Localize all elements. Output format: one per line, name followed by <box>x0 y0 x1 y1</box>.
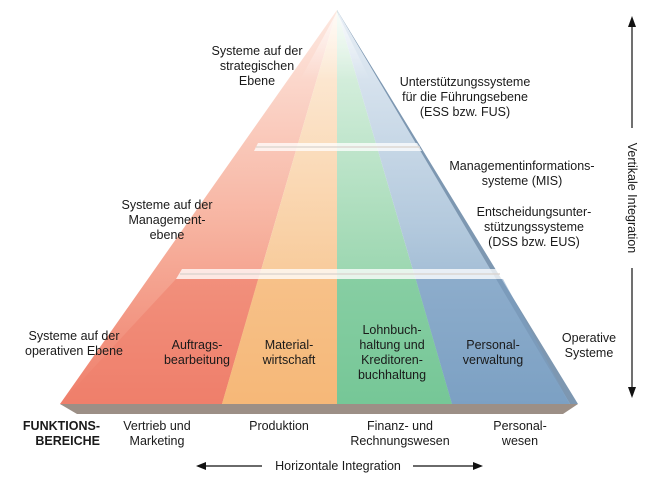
label-mis: Managementinformations- systeme (MIS) <box>449 159 595 188</box>
label-operative-systems: Operative Systeme <box>561 331 617 360</box>
function-produktion: Produktion <box>249 419 309 433</box>
vertical-arrow-bottom-head <box>628 387 636 398</box>
bottom-green <box>337 279 452 404</box>
bottom-blue <box>416 279 570 404</box>
label-operative-level: Systeme auf der operativen Ebene <box>25 329 123 358</box>
pyramid-base <box>60 404 578 414</box>
function-personal: Personal- wesen <box>493 419 547 448</box>
function-finanz: Finanz- und Rechnungswesen <box>350 419 450 448</box>
cell-materialwirtschaft: Material- wirtschaft <box>262 338 316 367</box>
cell-personalverwaltung: Personal- verwaltung <box>462 338 524 367</box>
function-vertrieb: Vertrieb und Marketing <box>123 419 191 448</box>
bottom-red <box>60 279 258 404</box>
label-ess: Unterstützungssysteme für die Führungseb… <box>399 75 531 119</box>
label-functional-areas: FUNKTIONS- BEREICHE <box>22 419 100 448</box>
label-management-level: Systeme auf der Management- ebene <box>121 198 213 242</box>
label-dss: Entscheidungsunter- stützungssysteme (DS… <box>476 205 592 249</box>
cell-auftragsbearbeitung: Auftrags- bearbeitung <box>163 338 231 367</box>
horizontal-arrow-right-head <box>473 462 483 470</box>
label-strategic-level: Systeme auf der strategischen Ebene <box>211 44 303 88</box>
vertical-arrow-top-head <box>628 16 636 27</box>
cell-lohnbuchhaltung: Lohnbuch- haltung und Kreditoren- buchha… <box>357 323 427 382</box>
horizontal-arrow-left-head <box>196 462 206 470</box>
sector-red <box>60 10 337 404</box>
bottom-orange <box>222 279 337 404</box>
apex-glare <box>300 12 370 80</box>
label-vertical-integration: Vertikale Integration <box>625 142 639 254</box>
pyramid-right-edge <box>337 10 578 404</box>
label-horizontal-integration: Horizontale Integration <box>275 459 401 473</box>
